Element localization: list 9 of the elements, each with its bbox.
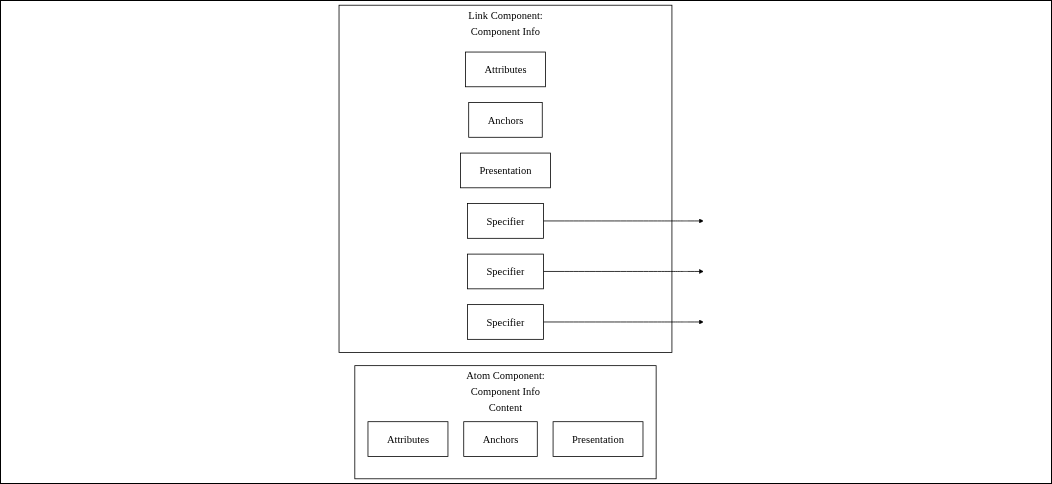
node-box: Specifier (467, 304, 544, 340)
node-box: Specifier (467, 203, 544, 239)
node-box: Attributes (367, 421, 449, 457)
node-box: Anchors (463, 421, 538, 457)
node-box: Presentation (552, 421, 644, 457)
node-box: Presentation (460, 152, 551, 189)
node-box: Specifier (467, 253, 544, 290)
node-box: Attributes (465, 51, 546, 88)
node-box: Anchors (468, 102, 543, 138)
